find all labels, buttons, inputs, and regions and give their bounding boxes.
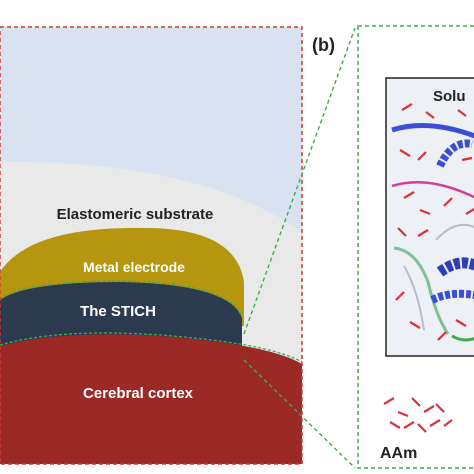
blue-chain	[391, 123, 474, 139]
zoom-line-bottom	[243, 359, 356, 469]
zoom-line-top	[243, 27, 356, 335]
monomer-cluster-legend	[383, 397, 453, 433]
striped-chain-low	[430, 289, 474, 304]
gray-chain	[435, 223, 474, 241]
solution-label: Solu	[433, 88, 466, 105]
panel-b-label: (b)	[312, 35, 335, 55]
striped-chain-mid	[436, 257, 474, 277]
panel-a-frame	[0, 26, 303, 465]
cortex-label: Cerebral cortex	[82, 385, 194, 402]
cortex-outline	[0, 332, 303, 363]
green-chain	[393, 246, 450, 335]
substrate-label: Elastomeric substrate	[56, 206, 214, 223]
aam-legend-label: AAm	[380, 445, 418, 462]
gray-chain-lower	[403, 265, 425, 331]
stich-outline	[0, 280, 243, 318]
panel-b-frame	[357, 25, 474, 469]
striped-chain-top	[436, 139, 473, 168]
monomer-cluster-solution	[395, 103, 474, 341]
solution-box	[385, 77, 474, 357]
green-accent	[451, 334, 474, 342]
electrode-label: Metal electrode	[83, 259, 185, 275]
cortex-layer	[0, 334, 302, 464]
stich-label: The STICH	[80, 303, 156, 320]
stich-layer	[0, 282, 242, 346]
magenta-chain	[391, 180, 474, 199]
